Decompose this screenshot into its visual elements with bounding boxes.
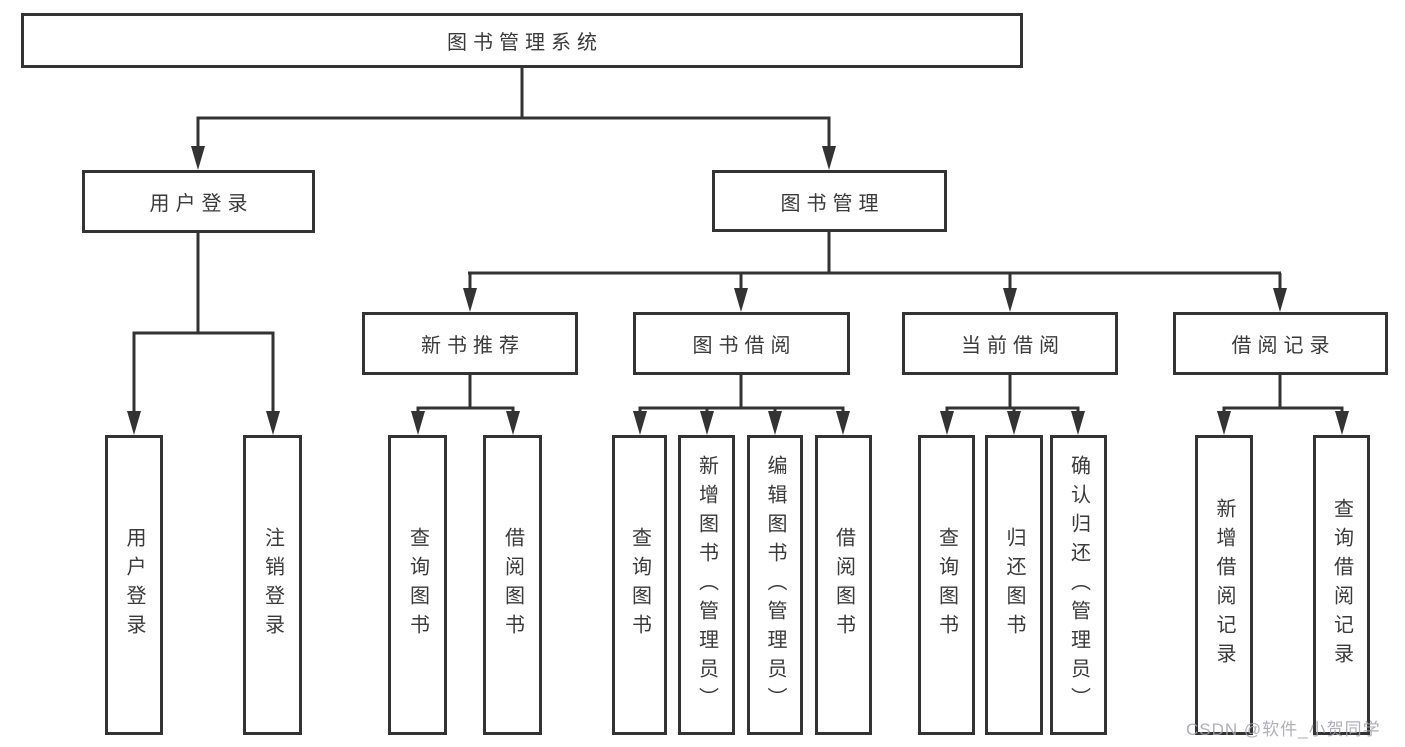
csdn-watermark: CSDN @软件_小贺同学 — [1186, 720, 1381, 739]
node-root-system-label: 图书管理系统 — [447, 32, 603, 54]
leaf-records-query-record: 查询借阅记录 — [1313, 435, 1370, 735]
node-book-borrowing-label: 图书借阅 — [692, 335, 797, 357]
node-new-book-recommend: 新书推荐 — [362, 312, 578, 375]
leaf-user-login: 用户登录 — [105, 435, 163, 735]
leaf-current-query-books-label: 查询图书 — [935, 527, 958, 643]
leaf-records-add-record-label: 新增借阅记录 — [1213, 498, 1235, 672]
leaf-current-return-books: 归还图书 — [985, 435, 1043, 735]
node-book-management: 图书管理 — [712, 170, 947, 232]
leaf-borrowing-edit-books-admin-label: 编辑图书（管理员） — [764, 454, 786, 716]
leaf-current-return-books-label: 归还图书 — [1003, 527, 1025, 643]
leaf-user-login-label: 用户登录 — [123, 527, 145, 643]
node-root-system: 图书管理系统 — [21, 13, 1023, 68]
leaf-borrowing-query-books-label: 查询图书 — [628, 527, 651, 643]
leaf-borrowing-edit-books-admin: 编辑图书（管理员） — [747, 435, 803, 735]
leaf-logout-label: 注销登录 — [261, 527, 284, 643]
node-user-login: 用户登录 — [82, 170, 315, 233]
node-current-borrowing: 当前借阅 — [902, 312, 1118, 375]
leaf-borrowing-borrow-books-label: 借阅图书 — [832, 527, 855, 643]
leaf-recommend-borrow-books: 借阅图书 — [483, 435, 542, 735]
node-book-borrowing: 图书借阅 — [633, 312, 850, 375]
leaf-recommend-borrow-books-label: 借阅图书 — [501, 527, 524, 643]
leaf-borrowing-add-books-admin: 新增图书（管理员） — [678, 435, 735, 735]
leaf-borrowing-add-books-admin-label: 新增图书（管理员） — [695, 454, 718, 716]
leaf-borrowing-query-books: 查询图书 — [612, 435, 667, 735]
node-book-management-label: 图书管理 — [780, 192, 885, 215]
node-current-borrowing-label: 当前借阅 — [961, 335, 1065, 357]
leaf-borrowing-borrow-books: 借阅图书 — [815, 435, 872, 735]
leaf-current-query-books: 查询图书 — [918, 435, 975, 735]
leaf-current-confirm-return-admin-label: 确认归还（管理员） — [1067, 454, 1090, 716]
leaf-records-add-record: 新增借阅记录 — [1195, 435, 1253, 735]
node-borrowing-records: 借阅记录 — [1173, 312, 1388, 375]
arrowheads — [127, 146, 1349, 435]
leaf-recommend-query-books: 查询图书 — [388, 435, 447, 735]
leaf-logout: 注销登录 — [243, 435, 302, 735]
node-borrowing-records-label: 借阅记录 — [1231, 335, 1336, 357]
leaf-records-query-record-label: 查询借阅记录 — [1330, 498, 1353, 672]
node-user-login-label: 用户登录 — [149, 193, 254, 215]
node-new-book-recommend-label: 新书推荐 — [421, 335, 525, 357]
leaf-recommend-query-books-label: 查询图书 — [406, 527, 429, 643]
leaf-current-confirm-return-admin: 确认归还（管理员） — [1050, 435, 1107, 735]
